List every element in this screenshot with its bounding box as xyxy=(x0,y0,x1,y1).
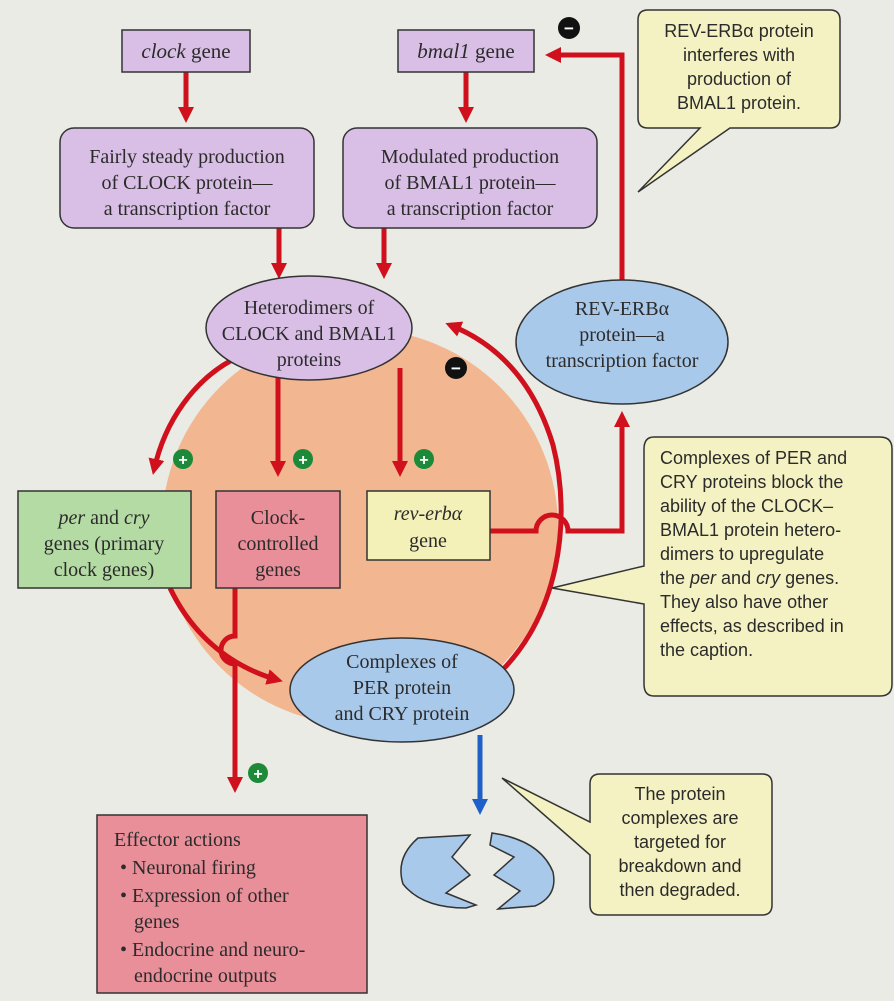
callout-complexes-line-7: They also have other xyxy=(660,592,828,612)
effector-bullet-2: • Expression of other xyxy=(120,885,289,907)
svg-text:−: − xyxy=(564,19,574,38)
heterodimers-line-1: Heterodimers of xyxy=(244,297,375,319)
callout-complexes-block xyxy=(551,436,893,697)
clock-production-box xyxy=(59,127,315,229)
callout-rev-erb-line-1: REV-ERBα protein xyxy=(664,21,813,41)
bmal1-gene-suffix: gene xyxy=(470,39,515,63)
effector-bullet-3: • Endocrine and neuro- xyxy=(120,939,305,961)
callout-rev-erb-line-3: production of xyxy=(687,69,792,89)
rev-erb-gene-suffix: gene xyxy=(409,530,447,552)
callout-complexes-line-9: the caption. xyxy=(660,640,753,660)
plus-sign-icon: + xyxy=(293,449,313,469)
svg-text:+: + xyxy=(178,452,187,469)
per-cry-genes-box xyxy=(17,490,192,589)
callout-degraded xyxy=(501,773,773,916)
effector-bullet-3-cont: endocrine outputs xyxy=(134,965,277,987)
callout-degraded-line-4: breakdown and xyxy=(618,856,741,876)
arrow-complexes-inhibit-heterodimers xyxy=(445,321,564,682)
callout-complexes-line-1: Complexes of PER and xyxy=(660,448,847,468)
plus-sign-icon: + xyxy=(173,449,193,469)
clock-gene-box xyxy=(121,29,251,73)
heterodimers-line-3: proteins xyxy=(277,349,342,371)
svg-text:clock gene: clock gene xyxy=(141,39,230,63)
callout-complexes-line-8: effects, as described in xyxy=(660,616,844,636)
callout-degraded-line-2: complexes are xyxy=(621,808,738,828)
callout-rev-erb-line-4: BMAL1 protein. xyxy=(677,93,801,113)
arrow-rev-erb-gene-to-protein xyxy=(490,411,630,534)
callout-rev-erb-interferes xyxy=(637,9,841,193)
bmal1-production-line-1: Modulated production xyxy=(381,146,559,168)
effector-bullet-1: • Neuronal firing xyxy=(120,857,256,879)
svg-text:+: + xyxy=(253,766,262,783)
complexes-line-3: and CRY protein xyxy=(335,703,470,725)
rev-erb-protein-line-2: protein—a xyxy=(579,324,665,346)
callout-degraded-line-1: The protein xyxy=(634,784,725,804)
bmal1-gene-name: bmal1 xyxy=(417,39,470,63)
arrow-clock-controlled-to-effector xyxy=(218,588,243,793)
bmal1-production-box xyxy=(342,127,598,229)
minus-sign-icon: − xyxy=(445,357,467,379)
callout-complexes-line-4: BMAL1 protein hetero- xyxy=(660,520,841,540)
arrow-per-cry-to-complexes xyxy=(167,586,283,685)
svg-text:bmal1 gene: bmal1 gene xyxy=(417,39,514,63)
rev-erb-gene-name: rev-erbα xyxy=(394,503,463,525)
bmal1-gene-box xyxy=(397,29,535,73)
degraded-complex-icon xyxy=(400,832,555,910)
rev-erb-protein-line-3: transcription factor xyxy=(546,350,699,372)
clock-production-line-3: a transcription factor xyxy=(104,198,271,220)
callout-rev-erb-line-2: interferes with xyxy=(683,45,795,65)
callout-complexes-line-5: dimers to upregulate xyxy=(660,544,824,564)
rev-erb-gene-box xyxy=(366,490,491,561)
clock-gene-name: clock xyxy=(141,39,186,63)
complexes-line-1: Complexes of xyxy=(346,651,458,673)
clock-production-line-1: Fairly steady production xyxy=(89,146,285,168)
clock-controlled-line-1: Clock- xyxy=(251,507,305,529)
callout-complexes-line-3: ability of the CLOCK– xyxy=(660,496,833,516)
heterodimers-line-2: CLOCK and BMAL1 xyxy=(222,323,396,345)
rev-erb-protein-ellipse xyxy=(515,279,729,405)
clock-controlled-line-2: controlled xyxy=(237,533,318,555)
bmal1-production-line-2: of BMAL1 protein— xyxy=(384,172,556,194)
heterodimers-ellipse xyxy=(205,275,413,381)
clock-controlled-genes-box xyxy=(215,490,341,589)
callout-complexes-line-2: CRY proteins block the xyxy=(660,472,843,492)
effector-actions-box xyxy=(96,814,368,994)
callout-degraded-line-5: then degraded. xyxy=(619,880,740,900)
per-cry-line-3: clock genes) xyxy=(54,559,155,581)
per-cry-line-1: per and cry xyxy=(56,507,149,529)
callout-complexes-line-6: the per and cry genes. xyxy=(660,568,839,588)
plus-sign-icon: + xyxy=(414,449,434,469)
svg-text:−: − xyxy=(451,359,461,378)
rev-erb-protein-line-1: REV-ERBα xyxy=(575,298,670,320)
feedback-loop-circle xyxy=(162,329,558,725)
svg-text:+: + xyxy=(419,452,428,469)
per-cry-line-2: genes (primary xyxy=(44,533,165,555)
clock-controlled-line-3: genes xyxy=(255,559,301,581)
minus-sign-icon: − xyxy=(558,17,580,39)
arrow-heterodimers-to-per-cry xyxy=(148,357,234,475)
clock-production-line-2: of CLOCK protein— xyxy=(101,172,273,194)
svg-text:+: + xyxy=(298,452,307,469)
effector-title: Effector actions xyxy=(114,829,241,851)
plus-sign-icon: + xyxy=(248,763,268,783)
callout-degraded-line-3: targeted for xyxy=(634,832,726,852)
effector-bullet-2-cont: genes xyxy=(134,911,180,933)
bmal1-production-line-3: a transcription factor xyxy=(387,198,554,220)
complexes-line-2: PER protein xyxy=(353,677,451,699)
clock-gene-suffix: gene xyxy=(186,39,231,63)
per-cry-complexes-ellipse xyxy=(289,637,515,743)
arrow-rev-erb-to-bmal1-gene xyxy=(545,47,625,282)
